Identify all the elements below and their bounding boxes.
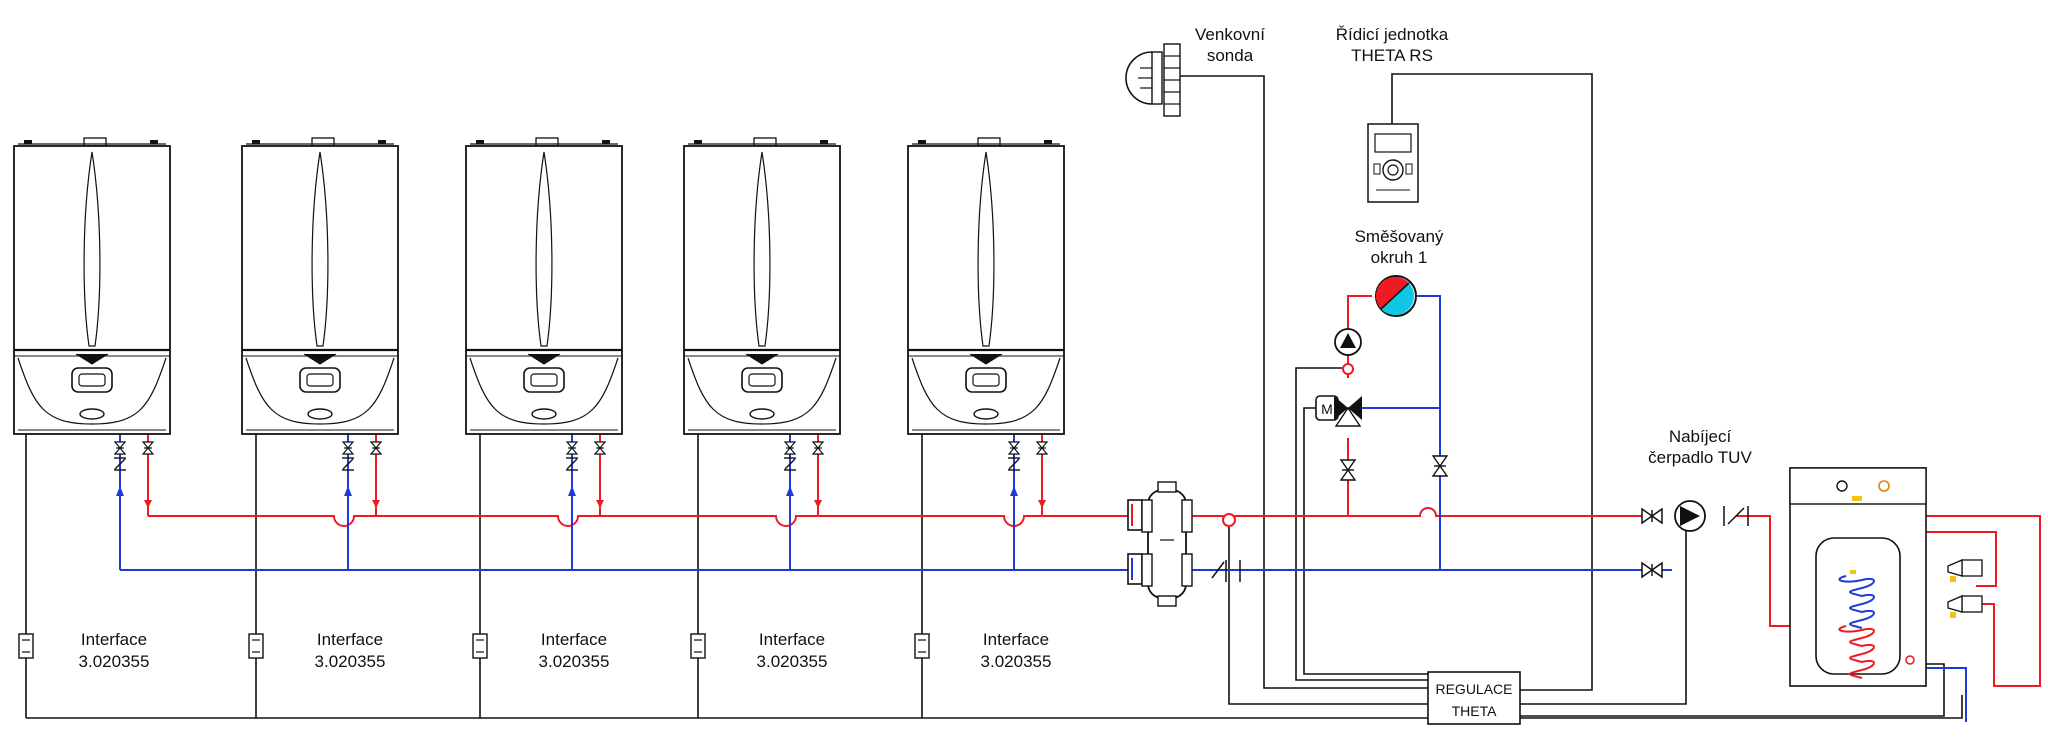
dhw-coil-heat bbox=[1838, 625, 1875, 679]
boiler-check-valve-icon bbox=[784, 457, 796, 471]
interface-code: 3.020355 bbox=[315, 652, 386, 671]
regulation-box: REGULACE THETA bbox=[1427, 671, 1521, 725]
dhw-coil-return bbox=[1838, 575, 1875, 629]
interface-code: 3.020355 bbox=[757, 652, 828, 671]
svg-text:M: M bbox=[1321, 401, 1333, 417]
interface-4: Interface 3.020355 bbox=[690, 630, 828, 671]
boiler-valve-icon bbox=[1007, 441, 1021, 455]
dhw-sensor-wire bbox=[1520, 663, 1945, 717]
outdoor-sensor-label-2: sonda bbox=[1207, 46, 1254, 65]
outdoor-sensor-wire bbox=[1180, 75, 1428, 689]
dhw-return-valve-icon bbox=[1641, 561, 1663, 579]
boiler-3 bbox=[465, 137, 623, 471]
control-unit-wire bbox=[1391, 73, 1593, 691]
dhw-pump-wire bbox=[1520, 520, 1687, 705]
interface-label: Interface bbox=[759, 630, 825, 649]
hydraulic-separator bbox=[1127, 481, 1193, 607]
mixed-circuit-return bbox=[1358, 295, 1441, 570]
room-controller-icon bbox=[1367, 123, 1419, 203]
boiler-valve-icon bbox=[783, 441, 797, 455]
boilers bbox=[13, 137, 1065, 471]
control-wiring bbox=[25, 73, 1963, 719]
boiler-5 bbox=[907, 137, 1065, 471]
outdoor-sensor-label-1: Venkovní bbox=[1195, 25, 1265, 44]
pump-wire bbox=[1295, 367, 1428, 681]
mixed-circuit-label-1: Směšovaný bbox=[1355, 227, 1444, 246]
return-check-valve-icon bbox=[1211, 560, 1241, 582]
tap-icon-1 bbox=[1947, 559, 1983, 582]
interface-5: Interface 3.020355 bbox=[914, 630, 1052, 671]
mixed-circuit-label-2: okruh 1 bbox=[1371, 248, 1428, 267]
boiler-check-valve-icon bbox=[114, 457, 126, 471]
supply-piping bbox=[144, 295, 2041, 687]
control-unit-label-1: Řídicí jednotka bbox=[1336, 25, 1449, 44]
circuit-supply-valve-icon bbox=[1339, 459, 1357, 481]
supply-main-pipe bbox=[148, 515, 1128, 527]
circuit-pump-icon bbox=[1334, 328, 1362, 375]
bus-line bbox=[26, 695, 1963, 719]
boiler-valve-icon bbox=[593, 441, 607, 455]
circuit-return-valve-icon bbox=[1431, 455, 1449, 477]
dhw-pump-label-2: čerpadlo TUV bbox=[1648, 448, 1752, 467]
interface-label: Interface bbox=[81, 630, 147, 649]
regulation-label-1: REGULACE bbox=[1435, 681, 1512, 697]
interface-code: 3.020355 bbox=[539, 652, 610, 671]
outdoor-sensor-icon bbox=[1125, 43, 1181, 117]
hydraulic-sensor-wire bbox=[1228, 520, 1428, 705]
boiler-check-valve-icon bbox=[566, 457, 578, 471]
boiler-valve-icon bbox=[341, 441, 355, 455]
dhw-tank-icon bbox=[1789, 467, 1927, 687]
mixing-valve-icon: M bbox=[1315, 395, 1362, 427]
interface-label: Interface bbox=[983, 630, 1049, 649]
interface-label: Interface bbox=[541, 630, 607, 649]
interface-3: Interface 3.020355 bbox=[472, 630, 610, 671]
dhw-check-valve-icon bbox=[1723, 506, 1749, 526]
boiler-valve-icon bbox=[565, 441, 579, 455]
boiler-valve-icon bbox=[811, 441, 825, 455]
pump-icon bbox=[1674, 500, 1706, 532]
boiler-valve-icon bbox=[1035, 441, 1049, 455]
interface-2: Interface 3.020355 bbox=[248, 630, 386, 671]
interfaces: Interface3.020355Interface3.020355Interf… bbox=[18, 630, 1052, 671]
tap-icon-2 bbox=[1947, 595, 1983, 618]
regulation-label-2: THETA bbox=[1452, 703, 1498, 719]
boiler-valve-icon bbox=[141, 441, 155, 455]
boiler-check-valve-icon bbox=[342, 457, 354, 471]
boiler-2 bbox=[241, 137, 399, 471]
boiler-1 bbox=[13, 137, 171, 471]
boiler-valve-icon bbox=[113, 441, 127, 455]
mixer-valve-wire bbox=[1303, 407, 1428, 675]
interface-code: 3.020355 bbox=[981, 652, 1052, 671]
interface-code: 3.020355 bbox=[79, 652, 150, 671]
boiler-4 bbox=[683, 137, 841, 471]
interface-label: Interface bbox=[317, 630, 383, 649]
supply-to-dhw bbox=[1192, 507, 1648, 517]
control-unit-label-2: THETA RS bbox=[1351, 46, 1433, 65]
boiler-check-valve-icon bbox=[1008, 457, 1020, 471]
interface-1: Interface 3.020355 bbox=[18, 630, 150, 671]
heating-circuit-icon bbox=[1375, 275, 1417, 317]
boiler-valve-icon bbox=[369, 441, 383, 455]
mixed-circuit-supply bbox=[1347, 295, 1372, 516]
dhw-pump-label-1: Nabíjecí bbox=[1669, 427, 1732, 446]
dhw-supply-valve-icon bbox=[1641, 507, 1663, 525]
supply-sensor-icon bbox=[1222, 513, 1236, 527]
